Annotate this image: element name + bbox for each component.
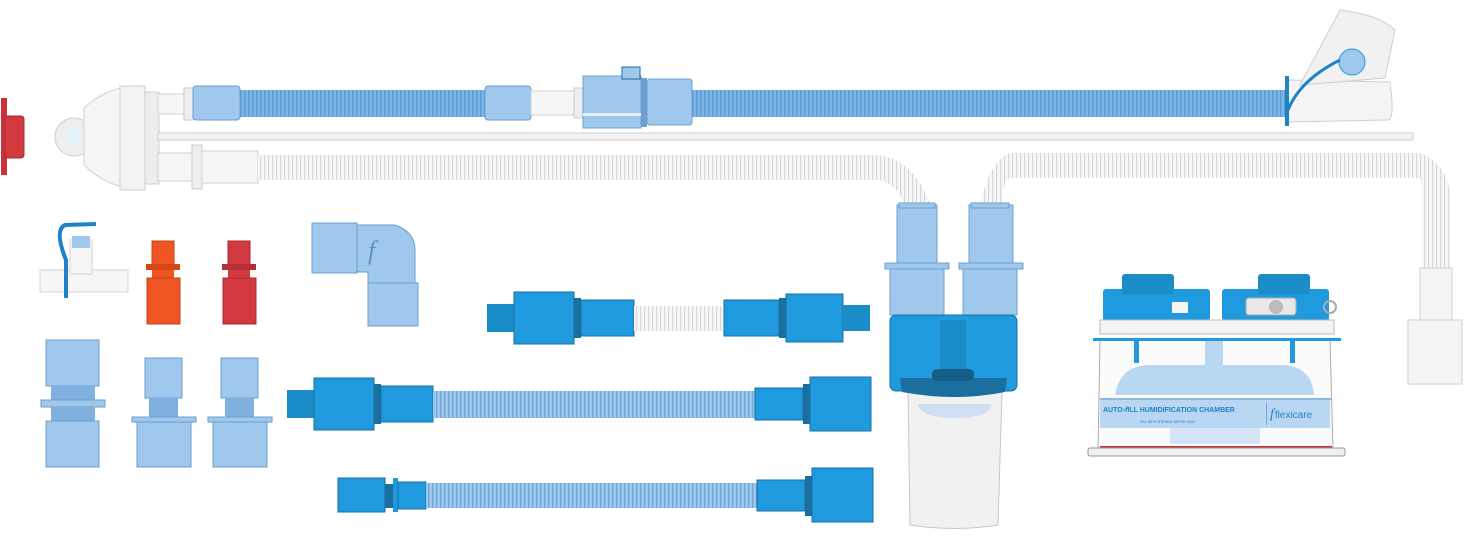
expiratory-limb-tube [157, 144, 930, 205]
chamber-subtitle: FILL WITH STERILE WATER ONLY [1140, 420, 1196, 424]
humidification-chamber: AUTO-fILL HUMIDIFICATION CHAMBER FILL WI… [1087, 274, 1346, 457]
medium-extension-tube [287, 376, 872, 432]
straight-connector-3 [207, 357, 273, 468]
flexicare-brand: flexicare [1275, 410, 1313, 421]
y-piece-connector [54, 85, 194, 191]
t-piece-port [39, 222, 129, 298]
water-trap [884, 202, 1024, 529]
straight-connector-2 [131, 357, 197, 468]
long-extension-tube [337, 467, 874, 523]
short-extension-tube [487, 291, 870, 345]
flexicare-logo-f: f [1270, 407, 1276, 422]
straight-connector-1 [40, 339, 106, 468]
sampling-line [157, 132, 1414, 141]
face-mask [1285, 9, 1396, 126]
inspiratory-limb-tube [192, 66, 1285, 129]
elbow-logo: f [368, 236, 379, 265]
orange-cap-connector [146, 240, 181, 325]
red-cap-connector [222, 240, 257, 325]
chamber-title-f: f [1125, 407, 1128, 414]
flexicare-logo-line: fflexicare [1270, 407, 1313, 422]
chamber-title-line: AUTO-fILL HUMIDIFICATION CHAMBER [1103, 407, 1235, 414]
chamber-title-prefix: AUTO- [1103, 407, 1126, 414]
inline-filter [582, 66, 693, 129]
red-end-cap [1, 98, 25, 175]
heated-wire-tube-white [980, 153, 1463, 385]
elbow-connector: f [311, 222, 419, 327]
chamber-title: ILL HUMIDIFICATION CHAMBER [1127, 407, 1234, 414]
